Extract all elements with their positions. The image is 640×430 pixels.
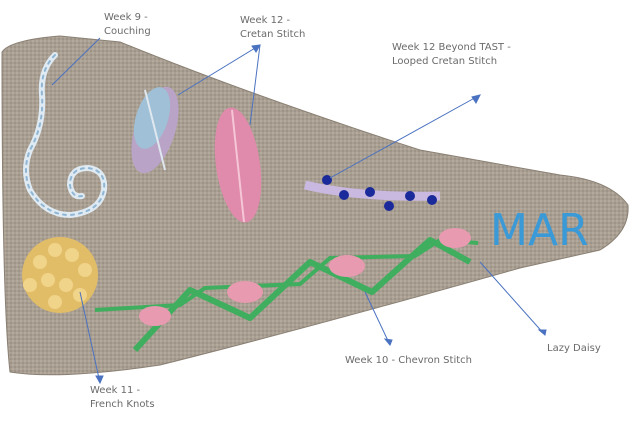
looped-cretan-stitch [303,175,441,211]
label-looped-cretan: Week 12 Beyond TAST - Looped Cretan Stit… [392,41,511,69]
cretan-leaf-blue [131,86,179,174]
cretan-leaf-pink [214,107,262,223]
couching-stitch [23,52,108,219]
pointer-lines [51,37,547,385]
label-french-knots: Week 11 - French Knots [90,384,155,412]
label-chevron-line1: Week 10 - Chevron Stitch [345,355,472,366]
label-looped-cretan-line1: Week 12 Beyond TAST - [392,42,511,53]
label-lazy-daisy-line1: Lazy Daisy [547,343,601,354]
label-couching-line1: Week 9 - [104,12,148,23]
label-french-knots-line1: Week 11 - [90,385,141,396]
french-knots [22,237,98,313]
label-cretan-line1: Week 12 - [240,15,291,26]
label-couching: Week 9 - Couching [104,11,151,39]
label-chevron: Week 10 - Chevron Stitch [345,354,472,368]
label-cretan: Week 12 - Cretan Stitch [240,14,305,42]
embroidered-mar: MAR [490,205,589,256]
label-cretan-line2: Cretan Stitch [240,29,306,40]
chevron-stitch [132,237,472,353]
label-lazy-daisy: Lazy Daisy [547,342,601,356]
label-couching-line2: Couching [104,26,151,37]
lazy-daisy-stitches [139,228,471,326]
label-looped-cretan-line2: Looped Cretan Stitch [392,56,498,67]
label-french-knots-line2: French Knots [90,399,155,410]
